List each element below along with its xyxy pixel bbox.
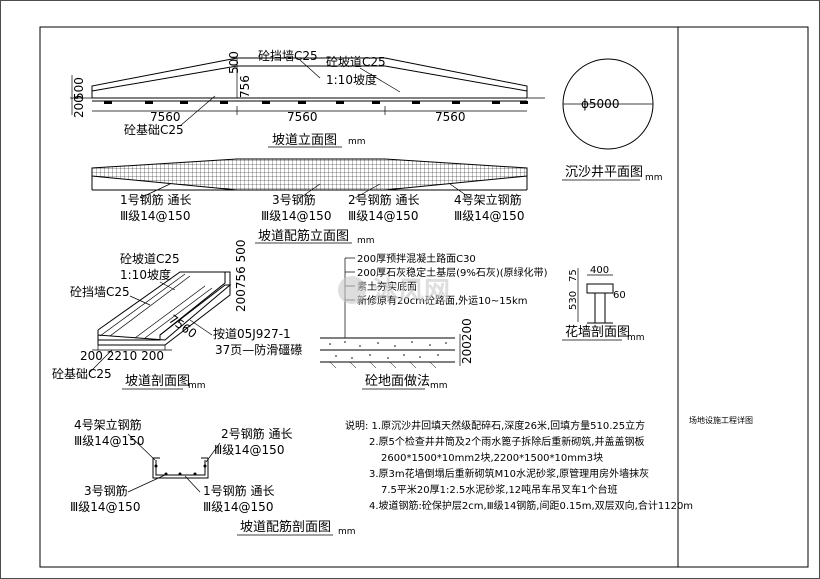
note-line-1: 说明: 1.原沉沙井回填天然级配碎石,深度26米,回填方量510.25立方: [345, 419, 645, 432]
watermark-text: 沐风网: [372, 277, 450, 307]
label-foundation: 砼基础C25: [124, 123, 184, 137]
paving-dim: 200200: [460, 318, 474, 364]
paving-line2: 200厚石灰稳定土基层(9%石灰)(原绿化带): [357, 266, 548, 279]
fence-top-dim: 400: [590, 265, 609, 276]
section-ref2: 37页—防滑礓礤: [215, 342, 302, 357]
well-diameter: ϕ5000: [581, 97, 619, 111]
title-block-text: 场地设施工程详图: [689, 415, 753, 425]
section-unit: mm: [188, 381, 206, 391]
rebar-elev-unit: mm: [357, 236, 375, 246]
section-label-slope: 1:10坡度: [120, 267, 171, 282]
fence-right-dim: 60: [613, 290, 626, 301]
rebar-section-outline: [152, 458, 209, 479]
span-right: 7560: [435, 110, 466, 124]
dim-500-top: 500: [227, 51, 241, 74]
notes: 说明: 1.原沉沙井回填天然级配碎石,深度26米,回填方量510.25立方 2.…: [345, 419, 693, 512]
fence-cap: [586, 283, 614, 294]
watermark: 沐风网: [338, 276, 450, 307]
note-line-6: 4.坡道钢筋:砼保护层2cm,Ⅲ级14钢筋,间距0.15m,双层双向,合计112…: [369, 499, 693, 512]
rebar-3-name: 3号钢筋: [272, 192, 316, 207]
note-line-5: 7.5平米20厚1:2.5水泥砂浆,12吨吊车吊叉车1个台班: [381, 483, 618, 496]
dim-756: 756: [238, 75, 252, 98]
rebar-4-name: 4号架立钢筋: [454, 192, 522, 207]
paving-title: 砼地面做法: [365, 374, 430, 389]
rebar-sec-label-bl: 3号钢筋: [84, 483, 128, 498]
rebar-sec-spec-tl: Ⅲ级14@150: [74, 434, 144, 448]
ramp-outline: [91, 57, 528, 98]
span-mid: 7560: [287, 110, 318, 124]
sand-well-plan: ϕ5000 沉沙井平面图 mm: [562, 58, 663, 183]
rebar-elev-title: 坡道配筋立面图: [258, 228, 349, 244]
span-left: 7560: [150, 110, 181, 124]
note-line-3: 2600*1500*10mm2块,2200*1500*10mm3块: [381, 452, 603, 464]
paving-detail: 200厚预拌混凝土路面C30 200厚石灰稳定土基层(9%石灰)(原绿化带) 素…: [320, 252, 548, 391]
rebar-2-spec: Ⅲ级14@150: [348, 209, 418, 223]
note-line-4: 3.原3m花墙倒塌后重新砌筑M10水泥砂浆,原管理用房外墙抹灰: [369, 467, 649, 480]
section-dim-right: 200756 500: [234, 239, 248, 312]
well-unit: mm: [645, 173, 663, 183]
fence-wall: [594, 292, 606, 324]
rebar-sec-label-br: 1号钢筋 通长: [203, 483, 274, 498]
paving-hatch: [329, 341, 447, 369]
section-wall-top: [97, 271, 231, 331]
rebar-sec-spec-tr: Ⅲ级14@150: [214, 443, 284, 457]
section-ref: 按道05J927-1: [213, 327, 291, 341]
section-dim-bottom: 200 2210 200: [80, 349, 164, 363]
ramp-elevation: 500 756 500 200 砼挡墙C25 砼坡道C25 1:10坡度 756…: [70, 49, 545, 148]
paving-line4: 新修原有20cm砼路面,外运10~15km: [357, 294, 528, 307]
well-title: 沉沙井平面图: [565, 165, 643, 180]
label-ramp: 砼坡道C25: [326, 55, 386, 69]
rebar-4-spec: Ⅲ级14@150: [454, 209, 524, 223]
rebar-3-spec: Ⅲ级14@150: [261, 209, 331, 223]
section-label-wall: 砼挡墙C25: [70, 285, 130, 299]
rebar-sec-spec-bl: Ⅲ级14@150: [70, 500, 140, 514]
rebar-sec-label-tl: 4号架立钢筋: [74, 417, 142, 432]
fence-left-lower: 530: [568, 291, 579, 310]
rebar-1-name: 1号钢筋 通长: [120, 192, 191, 207]
dim-200-left: 200: [72, 95, 86, 118]
rebar-section: 4号架立钢筋 Ⅲ级14@150 2号钢筋 通长 Ⅲ级14@150 3号钢筋 Ⅲ级…: [70, 417, 356, 537]
fence-unit: mm: [627, 333, 645, 343]
section-title: 坡道剖面图: [125, 374, 190, 389]
rebar-elevation: 1号钢筋 通长 Ⅲ级14@150 3号钢筋 Ⅲ级14@150 2号钢筋 通长 Ⅲ…: [91, 158, 528, 246]
fence-left-upper: 75: [568, 269, 579, 282]
rebar-dots: [154, 464, 207, 476]
ramp-section: 砼坡道C25 1:10坡度 砼挡墙C25 200756 500 7560 按道0…: [52, 239, 302, 391]
rebar-sec-title: 坡道配筋剖面图: [240, 519, 331, 535]
elevation-title: 坡道立面图: [272, 133, 337, 148]
rebar-sec-label-tr: 2号钢筋 通长: [221, 426, 292, 441]
dim-500-left: 500: [72, 77, 86, 100]
fence-title: 花墙剖面图: [565, 324, 630, 340]
section-shape-a: [97, 284, 232, 341]
label-retaining-wall: 砼挡墙C25: [258, 49, 318, 63]
ramp-inner-line: [91, 65, 528, 92]
rebar-sec-spec-br: Ⅲ级14@150: [203, 500, 273, 514]
elevation-unit: mm: [348, 137, 366, 147]
paving-line3: 素土夯实底面: [357, 280, 417, 293]
section-label-ramp: 砼坡道C25: [120, 252, 180, 266]
section-label-foundation: 砼基础C25: [52, 367, 112, 381]
label-slope: 1:10坡度: [326, 72, 377, 87]
paving-line1: 200厚预拌混凝土路面C30: [357, 252, 476, 265]
fence-section: 400 75 530 60 花墙剖面图 mm: [562, 265, 645, 343]
rebar-2-name: 2号钢筋 通长: [348, 192, 419, 207]
watermark-logo-icon: [338, 276, 366, 304]
paving-unit: mm: [430, 381, 448, 391]
rebar-mesh: [91, 158, 528, 191]
rebar-1-spec: Ⅲ级14@150: [120, 209, 190, 223]
rebar-sec-unit: mm: [338, 527, 356, 537]
note-line-2: 2.原5个检查井井筒及2个雨水篦子拆除后重新砌筑,并盖盖钢板: [369, 435, 644, 448]
support-marks: [104, 101, 528, 104]
inner-frame: [39, 26, 809, 568]
